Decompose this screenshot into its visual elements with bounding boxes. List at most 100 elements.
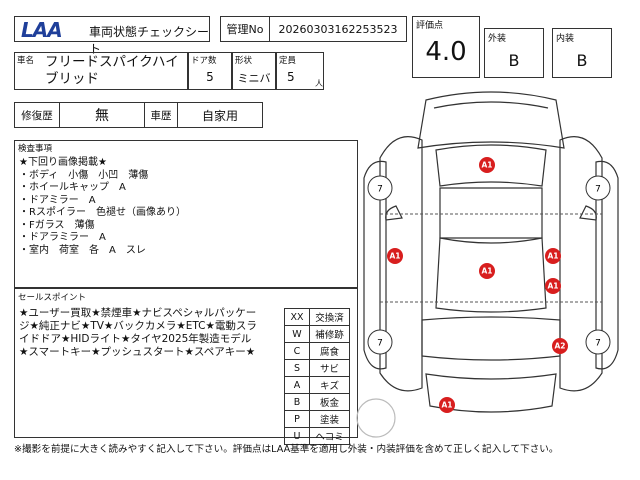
legend-meaning: キズ xyxy=(309,376,350,394)
right-skirt-outline xyxy=(595,160,619,370)
tire-front-right xyxy=(585,175,611,201)
roof-outline xyxy=(439,187,543,239)
mark-left-front-door xyxy=(387,248,403,264)
front-bumper-line xyxy=(433,101,549,109)
tire-rear-left-label: 7 xyxy=(377,339,383,349)
shape-box: 形状 ミニバ xyxy=(232,52,276,90)
usage-history-label: 車歴 xyxy=(144,102,178,128)
legend-code: P xyxy=(284,410,310,428)
interior-score-label: 内装 xyxy=(556,34,575,44)
tire-front-left xyxy=(367,175,393,201)
sales-line: ジ★純正ナビ★TV★バックカメラ★ETC★電動スラ xyxy=(19,320,257,332)
left-side-outline xyxy=(379,136,423,392)
inspection-line: ・ドアミラー A xyxy=(19,194,96,206)
mark-right-front-door-label: A1 xyxy=(547,252,558,261)
mgmt-no-value: 20260303162253523 xyxy=(269,16,407,42)
inspection-line: ・ドアラミラー A xyxy=(19,232,106,243)
mark-right-front-door xyxy=(545,248,561,264)
spare-tire-outline xyxy=(356,398,396,438)
legend-meaning: ヘコミ xyxy=(309,427,350,445)
repair-history-label: 修復歴 xyxy=(14,102,60,128)
left-mirror-outline xyxy=(385,205,403,221)
capacity-label: 定員 xyxy=(279,56,297,66)
mark-rear-bumper-label: A1 xyxy=(441,401,452,410)
mark-right-rear-fender xyxy=(552,338,568,354)
tire-group: 7 7 7 7 xyxy=(367,175,611,355)
mark-right-rear-fender-label: A2 xyxy=(554,342,565,351)
shape-value: ミニバ xyxy=(237,72,271,85)
mark-rear-bumper xyxy=(439,397,455,413)
overall-score-box: 評価点 4.0 xyxy=(412,16,480,78)
legend-code: U xyxy=(284,427,310,445)
legend-code: A xyxy=(284,376,310,394)
sales-line: ★ユーザー買取★禁煙車★ナビスペシャルパッケー xyxy=(19,307,257,319)
exterior-score-value: B xyxy=(508,51,520,70)
capacity-value: 5 xyxy=(287,70,295,84)
mark-hood-label: A1 xyxy=(481,161,492,170)
overall-score-label: 評価点 xyxy=(416,21,444,31)
inspection-line: ・ボディ 小傷 小凹 薄傷 xyxy=(19,169,149,181)
right-side-outline xyxy=(559,136,603,392)
inspection-line: ・ホイールキャップ A xyxy=(19,182,126,193)
damage-marks: A1 A1 A1 A1 A1 A2 A1 xyxy=(387,157,568,413)
sales-line: イドドア★HIDライト★タイヤ2025年製造モデル xyxy=(19,333,252,345)
legend-code: C xyxy=(284,342,310,360)
repair-history-value: 無 xyxy=(59,102,145,128)
sales-points-box: セールスポイント ★ユーザー買取★禁煙車★ナビスペシャルパッケー ジ★純正ナビ★… xyxy=(14,288,358,438)
tire-rear-right xyxy=(585,329,611,355)
legend-code: B xyxy=(284,393,310,411)
legend-code: S xyxy=(284,359,310,377)
doors-value: 5 xyxy=(206,70,214,84)
mgmt-no-label: 管理No xyxy=(220,16,270,42)
inspection-notes-box: 検査事項 ★下回り画像掲載★ ・ボディ 小傷 小凹 薄傷 ・ホイールキャップ A… xyxy=(14,140,358,288)
mark-left-front-door-label: A1 xyxy=(389,252,400,261)
legend-meaning: 腐食 xyxy=(309,342,350,360)
legend-meaning: 補修跡 xyxy=(309,325,350,343)
mark-right-rear-door-label: A1 xyxy=(547,282,558,291)
rear-bumper-outline xyxy=(425,373,557,413)
front-hood-outline xyxy=(417,91,565,149)
legend-meaning: サビ xyxy=(309,359,350,377)
usage-history-value: 自家用 xyxy=(177,102,263,128)
inspection-notes-list: ★下回り画像掲載★ ・ボディ 小傷 小凹 薄傷 ・ホイールキャップ A ・ドアミ… xyxy=(19,157,186,257)
mark-right-rear-door xyxy=(545,278,561,294)
car-name-label: 車名 xyxy=(17,56,35,66)
legend-meaning: 塗装 xyxy=(309,410,350,428)
laa-logo: LAA xyxy=(21,18,63,42)
exterior-score-box: 外装 B xyxy=(484,28,544,78)
tire-front-left-label: 7 xyxy=(377,185,383,195)
tire-front-right-label: 7 xyxy=(595,185,601,195)
right-mirror-outline xyxy=(579,205,597,221)
car-body-diagram: 7 7 7 7 A1 A1 A1 A1 A1 A2 A1 xyxy=(356,91,619,438)
inspection-line: ★下回り画像掲載★ xyxy=(19,157,107,168)
mark-hood xyxy=(479,157,495,173)
rear-window-outline xyxy=(435,237,547,313)
legend-code: W xyxy=(284,325,310,343)
left-skirt-outline xyxy=(363,160,387,370)
capacity-box: 定員 5 人 xyxy=(276,52,324,90)
inspection-line: ・Fガラス 薄傷 xyxy=(19,219,95,231)
tailgate-outline xyxy=(421,316,561,361)
title-box: LAA 車両状態チェックシート xyxy=(14,16,210,56)
doors-box: ドア数 5 xyxy=(188,52,232,90)
sales-line: ★スマートキー★プッシュスタート★スペアキー★ xyxy=(19,346,256,358)
legend-code: XX xyxy=(284,308,310,326)
mark-roof xyxy=(479,263,495,279)
legend-meaning: 板金 xyxy=(309,393,350,411)
car-name-box: 車名 フリードスパイクハイブリッド xyxy=(14,52,188,90)
mark-roof-label: A1 xyxy=(481,267,492,276)
capacity-unit: 人 xyxy=(315,79,323,88)
legend-meaning: 交換済 xyxy=(309,308,350,326)
shape-label: 形状 xyxy=(235,56,253,66)
windshield-outline xyxy=(435,144,547,187)
car-name-value: フリードスパイクハイブリッド xyxy=(45,54,179,87)
